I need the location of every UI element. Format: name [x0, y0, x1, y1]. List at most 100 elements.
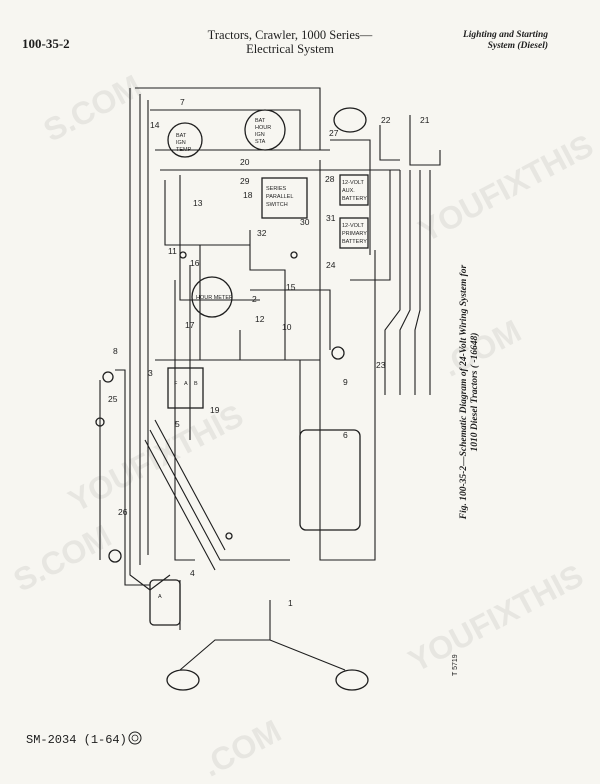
series-switch-label: SWITCH: [266, 202, 288, 208]
wire-label-19: 19: [210, 405, 220, 415]
wire-label-5: 5: [175, 419, 180, 429]
wire-17: [174, 280, 195, 561]
wire-label-23: 23: [376, 360, 386, 370]
wire-label-4: 4: [190, 568, 195, 578]
regulator-terminal: F: [174, 381, 178, 387]
glow-plug-terminal: [225, 532, 233, 540]
component-text: BAT IGN TEMP BAT HOUR IGN STA SERIES PAR…: [158, 118, 367, 600]
wire-23: [350, 170, 391, 281]
wire-label-13: 13: [193, 198, 203, 208]
wire-1: [179, 639, 346, 671]
section-title: Lighting and Starting System (Diesel): [463, 30, 548, 52]
switch-a-label: BAT: [176, 133, 187, 139]
headlight-left: [166, 669, 200, 691]
primary-battery-label: 12-VOLT: [342, 223, 365, 229]
wire-13: [164, 180, 250, 246]
primary-battery-label: PRIMARY: [342, 231, 367, 237]
diag-harness-2: [144, 439, 216, 571]
switch-a-label: IGN: [176, 140, 186, 146]
generator: [149, 579, 181, 626]
wire-label-8: 8: [113, 346, 118, 356]
manual-date: (1-64): [83, 733, 127, 747]
wire-7: [135, 87, 321, 150]
auxiliary-battery: [339, 174, 369, 206]
page-title: Tractors, Crawler, 1000 Series— Electric…: [190, 28, 390, 56]
primary-battery: [339, 217, 369, 249]
series-switch-label: SERIES: [266, 186, 287, 192]
ground-terminal: [108, 549, 122, 563]
wire-label-21: 21: [420, 115, 430, 125]
wire-label-29: 29: [240, 176, 250, 186]
lighting-harness-1: [384, 170, 401, 395]
union-label-icon: [128, 731, 142, 745]
wire-label-32: 32: [257, 228, 267, 238]
page-number: 100-35-2: [22, 36, 70, 51]
series-parallel-switch: [261, 177, 308, 219]
wire-label-17: 17: [185, 320, 195, 330]
wire-label-28: 28: [325, 174, 335, 184]
oil-pressure-switch: [102, 371, 114, 383]
switch-a-label: TEMP: [176, 147, 192, 153]
figure-code: T 5719: [452, 654, 459, 676]
key-switch: [244, 109, 286, 151]
wire-label-25: 25: [108, 394, 118, 404]
harness-left-rail: [129, 88, 171, 591]
generator-terminal: A: [158, 594, 162, 600]
switch-b-label: HOUR: [255, 125, 271, 131]
title-line-2: Electrical System: [246, 42, 334, 56]
wire-label-7: 7: [180, 97, 185, 107]
hour-meter-label: HOUR METER: [196, 295, 233, 301]
wire-label-24: 24: [326, 260, 336, 270]
wire-24: [250, 289, 331, 350]
wire-13-lower: [155, 359, 301, 440]
wire-number-labels: 1 2 3 4 5 6 7 8 9 10 11 12 13 14 15 16 1…: [108, 97, 430, 608]
caption-line-2: 1010 Diesel Tractors ( -16648): [470, 332, 480, 452]
wire-label-30: 30: [300, 217, 310, 227]
instrument-lamp: [179, 251, 187, 259]
diag-harness-1: [149, 429, 290, 561]
wire-3: [115, 369, 150, 586]
rear-light: [333, 107, 367, 133]
wire-label-14: 14: [150, 120, 160, 130]
figure-caption: Fig. 100-35-2—Schematic Diagram of 24-Vo…: [459, 262, 481, 522]
ignition-switch: [167, 122, 203, 158]
manual-number: SM-2034: [26, 733, 77, 747]
wire-27: [330, 139, 371, 255]
section-line-1: Lighting and Starting: [462, 30, 548, 40]
wire-label-3: 3: [148, 368, 153, 378]
wire-21: [409, 115, 441, 166]
primary-battery-label: BATTERY: [342, 239, 367, 245]
indicator-lamp: [290, 251, 298, 259]
caption-line-1: Fig. 100-35-2—Schematic Diagram of 24-Vo…: [459, 264, 469, 520]
regulator-terminal: B: [194, 381, 198, 387]
aux-battery-label: 12-VOLT: [342, 180, 365, 186]
temperature-sender: [95, 417, 105, 427]
harness-wires: [99, 87, 441, 671]
lighting-harness-3: [414, 170, 421, 395]
regulator-terminal: A: [184, 381, 188, 387]
wire-label-18: 18: [243, 190, 253, 200]
switch-b-label: STA: [255, 139, 266, 145]
aux-battery-label: BATTERY: [342, 196, 367, 202]
wire-label-10: 10: [282, 322, 292, 332]
switch-b-label: BAT: [255, 118, 266, 124]
footer: SM-2034 (1-64): [26, 733, 127, 747]
wire-label-20: 20: [240, 157, 250, 167]
wire-22: [379, 125, 400, 161]
title-line-1: Tractors, Crawler, 1000 Series—: [207, 28, 373, 42]
wire-label-31: 31: [326, 213, 336, 223]
lighting-harness-2: [399, 170, 411, 395]
diag-harness-3: [154, 419, 226, 551]
wire-label-2: 2: [252, 294, 257, 304]
dash-light: [331, 346, 345, 360]
wire-label-15: 15: [286, 282, 296, 292]
hour-meter: [191, 276, 233, 318]
wire-label-26: 26: [118, 507, 128, 517]
wire-label-22: 22: [381, 115, 391, 125]
wire-label-11: 11: [168, 246, 177, 256]
wire-label-1: 1: [288, 598, 293, 608]
series-switch-label: PARALLEL: [266, 194, 293, 200]
wire-label-12: 12: [255, 314, 265, 324]
aux-battery-label: AUX.: [342, 188, 355, 194]
